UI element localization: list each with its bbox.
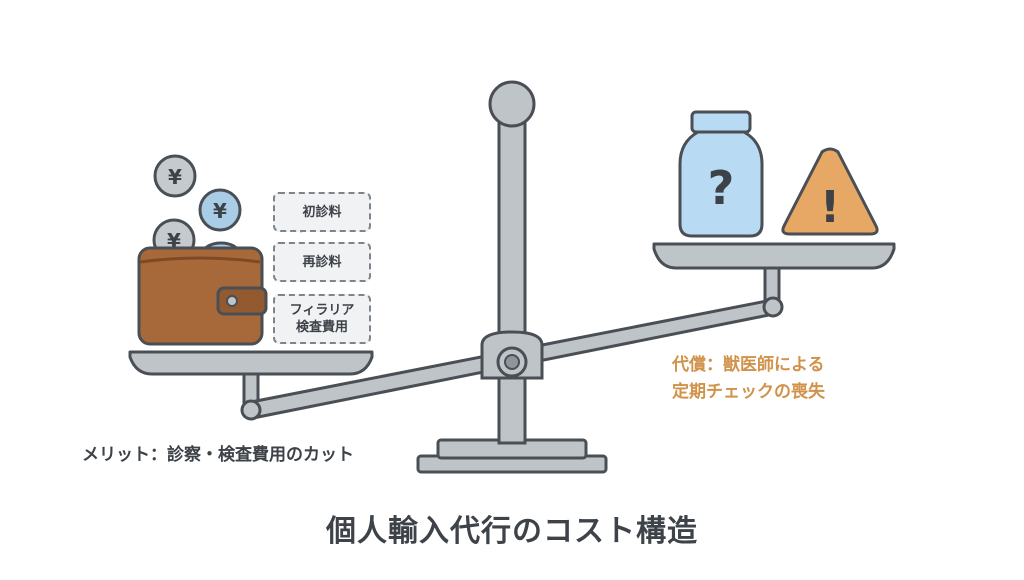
fee-item-label: 初診料 <box>302 204 342 220</box>
right-beam-joint <box>762 296 784 318</box>
fee-item-first-visit: 初診料 <box>273 192 371 232</box>
hub-pivot-inner <box>504 354 520 370</box>
cost-label: 代償：獣医師による 定期チェックの喪失 <box>672 352 825 406</box>
coin-symbol: ¥ <box>213 199 227 223</box>
diagram-title: 個人輸入代行のコスト構造 <box>326 514 698 549</box>
scale-top-knob <box>488 80 536 128</box>
fee-item-revisit: 再診料 <box>273 242 371 282</box>
fee-item-label: フィラリア <box>289 303 355 318</box>
scale-pillar <box>497 116 527 445</box>
wallet-icon <box>137 246 268 346</box>
left-beam-joint <box>240 399 262 421</box>
medicine-bottle-icon: ? <box>678 110 764 238</box>
yen-coin-icon: ¥ <box>198 188 242 232</box>
left-scale-pan <box>128 350 374 376</box>
coin-symbol: ¥ <box>168 165 182 189</box>
warning-icon: ! <box>781 147 879 236</box>
fee-item-label: 検査費用 <box>295 320 348 335</box>
cost-label-line: 定期チェックの喪失 <box>672 382 825 402</box>
fee-item-filaria-test: フィラリア 検査費用 <box>273 294 371 344</box>
merit-label: メリット：診察・検査費用のカット <box>82 445 354 465</box>
fee-item-label: 再診料 <box>302 254 342 270</box>
warning-exclamation-symbol: ! <box>820 182 840 233</box>
yen-coin-icon: ¥ <box>153 154 197 198</box>
right-scale-pan <box>652 242 896 270</box>
cost-label-line: 代償：獣医師による <box>672 355 825 375</box>
bottle-question-symbol: ? <box>708 161 735 215</box>
